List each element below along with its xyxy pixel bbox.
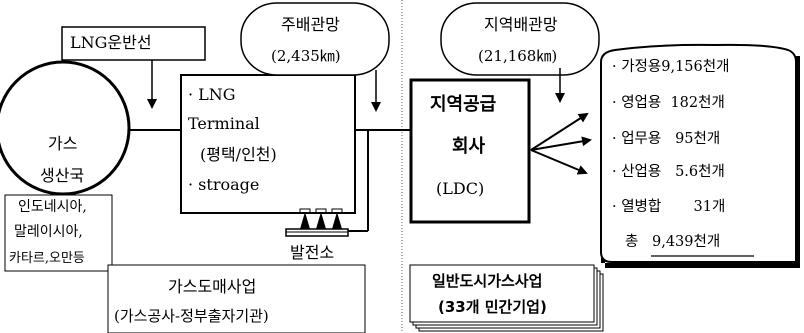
power-plant-icon [285,208,349,237]
producer-countries-line2: 말레이시아, [14,224,83,240]
consumer-item-chp: · 열병합 31개 [612,199,726,215]
producer-countries-line3: 카타르,오만등 [9,251,85,266]
terminal-line2: Terminal [188,114,260,133]
main-pipeline-title: 주배관망 [281,15,340,34]
wholesale-line2: (가스공사-정부출자기관) [114,307,269,325]
regional-pipeline-length: (21,168㎞) [478,47,558,65]
consumer-item-industrial: · 산업용 5.6천개 [612,164,725,180]
total-value: 9,439천개 [652,234,721,250]
producer-countries-box [4,194,113,272]
arrow-to-consumers-mid [530,136,592,151]
arrow-to-consumers-low [530,149,588,175]
terminal-line1: · LNG [188,85,236,104]
consumer-item-household: · 가정용9,156천개 [612,59,730,75]
power-plant-label: 발전소 [290,243,335,262]
main-pipeline-length: (2,435㎞) [271,47,341,65]
terminal-line3: (평택/인천) [200,145,277,164]
producer-label-line1: 가스 [48,134,78,153]
city-gas-line1: 일반도시가스사업 [432,272,543,290]
ldc-line3: (LDC) [436,179,485,198]
wholesale-box [107,264,366,333]
total-label: 총 [625,234,643,250]
consumer-item-commercial: · 영업용 182천개 [612,95,725,111]
main-pipeline-cloud [240,2,390,76]
city-gas-stack [409,264,604,332]
ldc-box [409,78,531,224]
producer-circle [0,60,131,196]
lng-carrier-box [61,26,206,61]
arrow-to-consumers-top [530,112,589,151]
ldc-line2: 회사 [452,136,486,157]
city-gas-line2: (33개 민간기업) [438,298,547,316]
terminal-line4: · stroage [188,175,260,194]
lng-carrier-label: LNG운반선 [70,33,152,52]
producer-label-line2: 생산국 [40,166,85,185]
wholesale-line1: 가스도매사업 [168,277,257,296]
consumers-box [600,43,797,263]
regional-pipeline-title: 지역배관망 [484,15,558,34]
regional-pipeline-cloud [440,2,600,76]
consumer-item-business: · 업무용 95천개 [612,131,721,147]
ldc-line1: 지역공급 [430,94,497,115]
producer-countries-line1: 인도네시아, [18,199,87,215]
terminal-box [180,74,356,214]
